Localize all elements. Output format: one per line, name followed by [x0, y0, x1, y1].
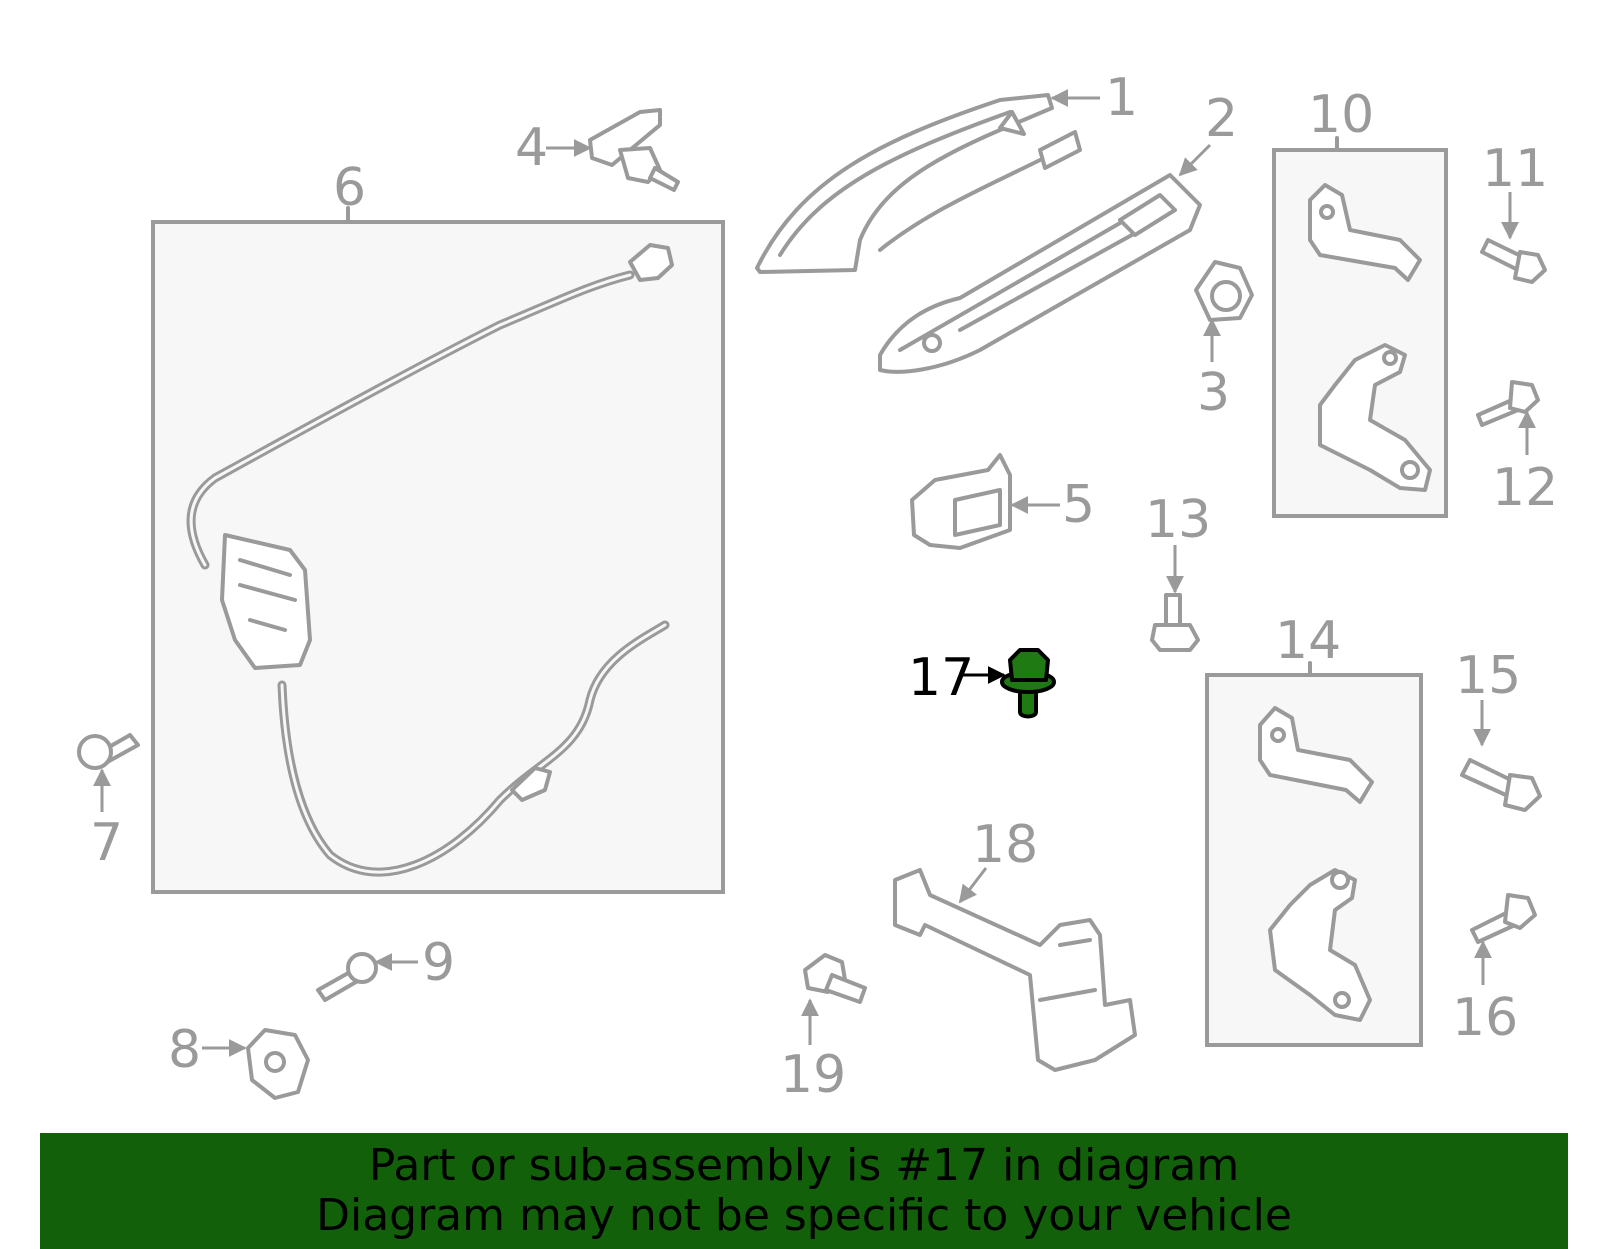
- callout-11: 11: [1482, 139, 1548, 199]
- callout-19: 19: [780, 1045, 846, 1105]
- bolt-9: [316, 952, 378, 1002]
- outside-handle: [755, 93, 1082, 274]
- callout-13: 13: [1145, 490, 1211, 550]
- bolt-16: [1470, 893, 1537, 944]
- callout-15: 15: [1455, 646, 1521, 706]
- bolt-11: [1480, 238, 1547, 284]
- handle-bracket: [910, 453, 1012, 550]
- callout-10: 10: [1308, 85, 1374, 145]
- callout-4: 4: [515, 118, 548, 178]
- callout-17: 17: [908, 648, 974, 708]
- upper-hinge-box: [1272, 136, 1448, 518]
- callout-3: 3: [1197, 363, 1230, 423]
- bolt-15: [1460, 758, 1542, 812]
- striker: [246, 1028, 310, 1100]
- callout-labels: 1 2 3 4 5 6 7 8 9 10 11 12 13 14 15 16 1…: [90, 68, 1558, 1105]
- callout-6: 6: [333, 158, 366, 218]
- callout-1: 1: [1105, 68, 1138, 128]
- bolt-19: [803, 953, 867, 1004]
- lower-hinge-box: [1205, 661, 1423, 1047]
- latch-assembly-box: [151, 206, 725, 894]
- callout-12: 12: [1492, 458, 1558, 518]
- banner-line-disclaimer: Diagram may not be specific to your vehi…: [316, 1190, 1292, 1241]
- handle-reinforcement: [878, 173, 1202, 374]
- banner-line-part: Part or sub-assembly is #17 in diagram: [368, 1140, 1240, 1191]
- callout-7: 7: [90, 813, 123, 873]
- bolt-17-highlighted: [1000, 648, 1056, 719]
- callout-8: 8: [168, 1020, 201, 1080]
- callout-16: 16: [1452, 988, 1518, 1048]
- callout-9: 9: [422, 933, 455, 993]
- lock-cylinder: [588, 108, 680, 192]
- callout-18: 18: [972, 815, 1038, 875]
- door-check: [893, 868, 1137, 1072]
- nut: [1194, 260, 1254, 322]
- bolt-12: [1476, 380, 1540, 427]
- callout-2: 2: [1205, 89, 1238, 149]
- parts-diagram: 1 2 3 4 5 6 7 8 9 10 11 12 13 14 15 16 1…: [77, 68, 1558, 1105]
- bolt-13: [1150, 593, 1200, 652]
- info-banner: Part or sub-assembly is #17 in diagram D…: [40, 1133, 1568, 1249]
- callout-14: 14: [1275, 611, 1341, 671]
- callout-5: 5: [1062, 475, 1095, 535]
- leader-lines: [93, 89, 1536, 1057]
- bolt-7: [77, 733, 140, 770]
